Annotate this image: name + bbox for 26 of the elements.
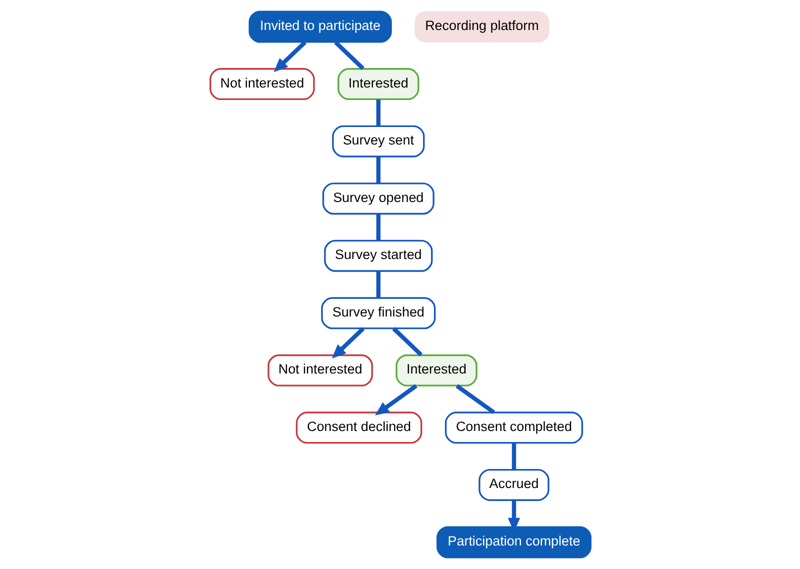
node-box: Survey opened <box>322 182 434 215</box>
node-box: Survey finished <box>320 297 436 330</box>
node-box: Interested <box>337 68 419 100</box>
node-box: Participation complete <box>436 526 591 558</box>
connector <box>455 384 494 414</box>
node-box: Survey started <box>324 240 432 272</box>
arrow <box>374 384 417 416</box>
connector <box>376 271 380 298</box>
node-box: Interested <box>395 354 477 386</box>
connector <box>376 156 380 184</box>
arrow <box>507 500 520 532</box>
node-box: Consent completed <box>444 412 583 444</box>
arrow <box>273 40 306 72</box>
node-box: Not interested <box>267 354 372 386</box>
node-box: Not interested <box>209 68 314 100</box>
connector <box>511 443 516 470</box>
node-box: Invited to participate <box>248 10 392 43</box>
connector <box>334 40 364 70</box>
node-box: Accrued <box>478 468 549 501</box>
connector <box>376 100 380 126</box>
connector <box>392 327 422 356</box>
arrow <box>331 327 364 358</box>
node-box: Consent declined <box>295 412 422 444</box>
legend-label: Recording platform <box>424 18 538 33</box>
node-box: Survey sent <box>332 125 424 158</box>
connector <box>376 214 380 240</box>
